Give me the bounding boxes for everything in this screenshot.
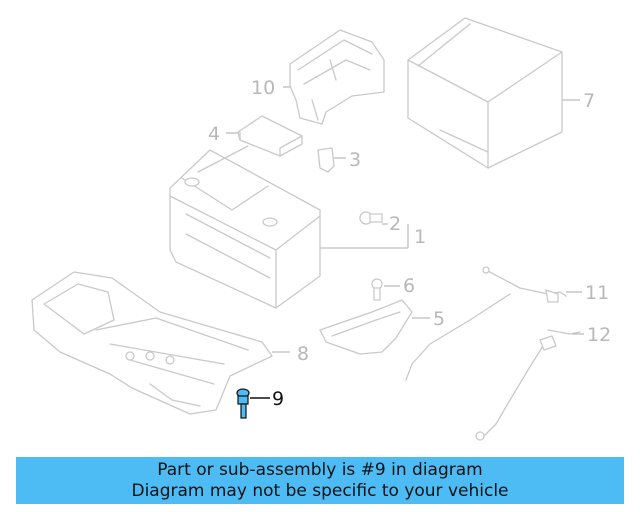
hold-down-bracket-part-10[interactable] <box>283 29 385 125</box>
label-11: 11 <box>585 282 609 304</box>
label-12: 12 <box>587 324 611 346</box>
label-4: 4 <box>208 123 220 145</box>
battery-cover-part-7[interactable] <box>407 17 580 169</box>
battery-cable-part-11[interactable] <box>405 266 582 381</box>
battery-tray-part-8[interactable] <box>31 271 290 415</box>
terminal-cap-part-3[interactable] <box>317 147 346 173</box>
bolt-part-2[interactable] <box>359 211 388 225</box>
terminal-module-part-4[interactable] <box>226 115 303 157</box>
bolt-part-6[interactable] <box>371 278 400 301</box>
label-8: 8 <box>297 343 309 365</box>
label-7: 7 <box>583 90 595 112</box>
label-3: 3 <box>349 149 361 171</box>
label-9: 9 <box>272 388 284 410</box>
parts-diagram: 7 10 4 3 1 2 <box>31 17 611 441</box>
info-banner: Part or sub-assembly is #9 in diagram Di… <box>16 457 624 504</box>
battery-part-1[interactable] <box>169 145 409 309</box>
label-1: 1 <box>414 226 426 248</box>
label-2: 2 <box>389 213 401 235</box>
banner-line-2: Diagram may not be specific to your vehi… <box>131 481 509 501</box>
label-10: 10 <box>251 77 275 99</box>
banner-line-1: Part or sub-assembly is #9 in diagram <box>157 460 483 480</box>
label-6: 6 <box>403 275 415 297</box>
label-5: 5 <box>433 308 445 330</box>
ground-cable-part-12[interactable] <box>475 329 584 441</box>
bracket-part-5[interactable] <box>319 299 430 355</box>
bolt-part-9[interactable] <box>236 388 270 419</box>
